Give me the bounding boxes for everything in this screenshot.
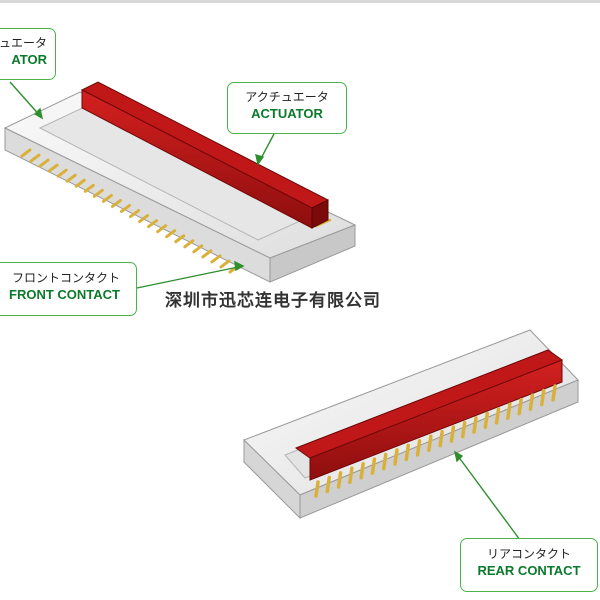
leader-lines [9, 81, 521, 541]
callout-rear-contact-jp: リアコンタクト [486, 547, 571, 561]
leader-front-contact [136, 265, 244, 289]
top-divider [0, 0, 600, 3]
rear-contact-pin [427, 434, 433, 453]
arrowhead-actuator [255, 154, 265, 166]
front-actuator-end [311, 199, 329, 229]
rear-contact-pin [370, 457, 377, 475]
rear-contact-pin [539, 388, 546, 407]
rear-contact-pin [314, 480, 320, 498]
arrowhead-front-contact [234, 260, 245, 272]
front-contact-pin [138, 214, 150, 224]
front-contact-pin [20, 148, 32, 158]
callout-front-contact-jp: フロントコンタクト [11, 271, 120, 285]
front-contact-pin [56, 168, 68, 178]
front-contact-pin [165, 229, 177, 239]
rear-contact-pin [415, 439, 422, 457]
callout-actuator: アクチュエータ ACTUATOR [227, 82, 347, 134]
front-contact-pin [29, 153, 41, 163]
front-contact-row [20, 148, 240, 274]
front-contact-pin [147, 219, 159, 229]
rear-contact-pin [483, 411, 490, 430]
callout-actuator-en: ACTUATOR [251, 106, 323, 121]
leader-rear-contact [454, 451, 521, 541]
front-contact-pin [192, 244, 204, 254]
front-connector [3, 81, 357, 283]
rear-contact-pin [393, 448, 399, 466]
rear-contact-pin [381, 452, 388, 471]
rear-connector [243, 329, 579, 520]
front-contact-pin [201, 249, 213, 259]
arrowhead-actuator-left [33, 107, 44, 120]
front-contact-pin [119, 203, 131, 213]
rear-contact-pin [460, 420, 467, 439]
rear-contact-pin [449, 425, 456, 443]
front-contact-pin [210, 254, 222, 264]
front-contact-pin [219, 259, 231, 269]
front-contact-pin [110, 198, 122, 208]
front-contact-pin [129, 209, 141, 219]
front-contact-pin [38, 158, 50, 168]
company-watermark: 深圳市迅芯连电子有限公司 [165, 291, 381, 311]
rear-contact-pin [348, 466, 354, 485]
front-contact-pin [183, 239, 195, 249]
front-contact-pin [65, 173, 77, 183]
rear-contact-pin [359, 461, 365, 480]
rear-contact-pin [336, 471, 343, 489]
rear-actuator-face [309, 359, 563, 481]
callout-front-contact-en: FRONT CONTACT [9, 287, 120, 302]
front-contact-pin [156, 224, 168, 234]
callout-actuator-partial-jp: ュエータ [0, 36, 47, 50]
arrowhead-rear-contact [453, 450, 464, 463]
callout-rear-contact: リアコンタクト REAR CONTACT [460, 538, 598, 592]
callout-actuator-jp: アクチュエータ [245, 90, 329, 104]
rear-contact-pin [517, 397, 523, 416]
callout-front-contact: フロントコンタクト FRONT CONTACT [0, 262, 137, 316]
rear-contact-pin [528, 393, 535, 411]
rear-contact-pin [506, 402, 512, 421]
front-contact-pin [174, 234, 186, 244]
front-contact-pin [74, 178, 86, 188]
callout-rear-contact-en: REAR CONTACT [477, 563, 581, 578]
front-contact-pin [92, 188, 104, 198]
rear-contact-pin [404, 443, 411, 462]
rear-contact-pin [494, 407, 501, 425]
rear-contact-pin [472, 416, 478, 434]
rear-contact-row [314, 384, 557, 498]
front-contact-pin [83, 183, 95, 193]
front-contact-pin [101, 193, 113, 203]
callout-actuator-partial: ュエータ ATOR [0, 28, 56, 80]
rear-contact-pin [551, 384, 557, 402]
rear-contact-pin [438, 429, 444, 448]
callout-actuator-partial-en: ATOR [11, 52, 47, 67]
front-contact-pin [47, 163, 59, 173]
front-housing-side [269, 224, 356, 283]
rear-contact-pin [325, 475, 332, 494]
